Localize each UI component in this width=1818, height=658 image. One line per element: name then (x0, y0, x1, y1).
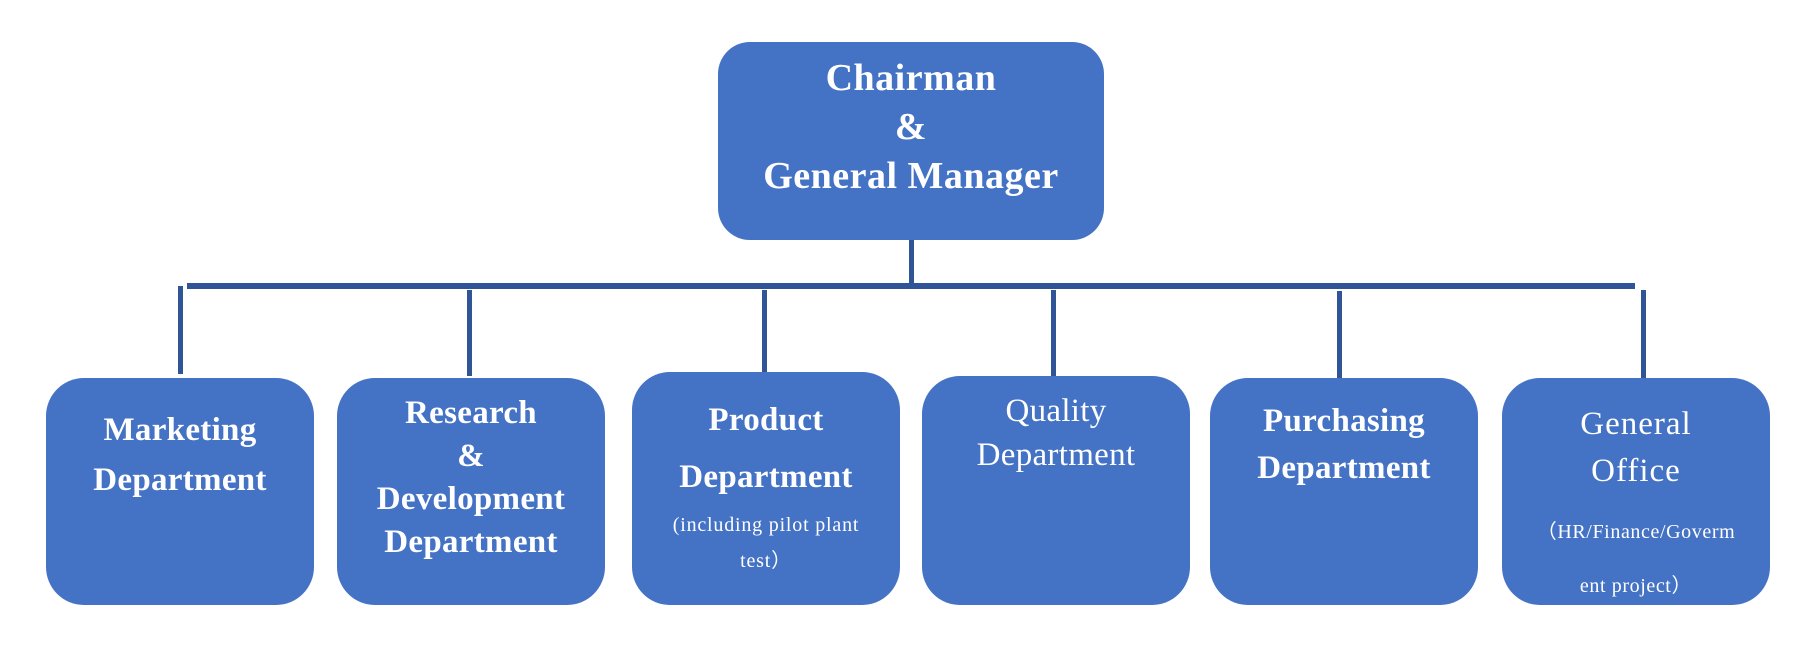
dept-title-line: Product (708, 402, 824, 438)
dept-title-line: General (1580, 406, 1692, 442)
connector-general-office (1641, 290, 1646, 391)
dept-title-line: Research (405, 395, 537, 431)
connector-rnd (467, 290, 472, 376)
dept-title-line: Department (1257, 450, 1431, 486)
root-line-1: Chairman (825, 57, 997, 99)
dept-subtitle-line: ent project） (1579, 575, 1693, 597)
dept-title-line: Department (679, 459, 853, 495)
root-line-2: & (894, 106, 928, 148)
dept-title-line: Development (376, 481, 566, 517)
dept-title-line: Quality (1005, 393, 1107, 429)
dept-subtitle-line: （HR/Finance/Goverm (1536, 521, 1736, 543)
dept-subtitle-line: test） (740, 550, 792, 572)
root-trunk-connector (909, 228, 914, 286)
horizontal-bus-connector (187, 283, 1635, 289)
dept-title-line: Department (93, 462, 267, 498)
dept-title-line: Office (1591, 453, 1681, 489)
dept-title-line: & (457, 438, 485, 474)
dept-subtitle-line: (including pilot plant (672, 514, 860, 536)
root-line-3: General Manager (763, 155, 1059, 197)
chairman-general-manager-box: Chairman & General Manager (718, 42, 1104, 240)
dept-title-line: Department (976, 437, 1136, 473)
connector-marketing (178, 286, 183, 374)
connector-purchasing (1337, 291, 1342, 378)
quality-department-box: Quality Department (922, 376, 1190, 605)
dept-title-line: Purchasing (1263, 403, 1425, 439)
connector-quality (1051, 290, 1056, 376)
purchasing-department-box: Purchasing Department (1210, 378, 1478, 605)
general-office-box: General Office （HR/Finance/Goverm ent pr… (1502, 378, 1770, 605)
product-department-box: Product Department (including pilot plan… (632, 372, 900, 605)
dept-title-line: Department (384, 524, 558, 560)
rnd-department-box: Research & Development Department (337, 378, 605, 605)
dept-title-line: Marketing (103, 412, 257, 448)
connector-product (762, 290, 767, 377)
marketing-department-box: Marketing Department (46, 378, 314, 605)
